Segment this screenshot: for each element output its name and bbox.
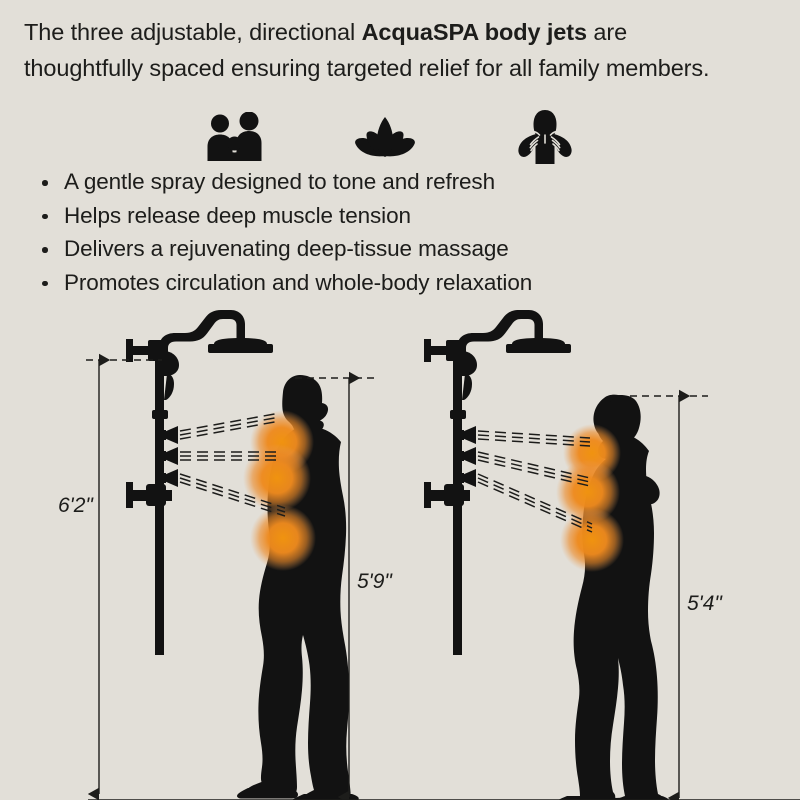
benefits-list: A gentle spray designed to tone and refr…: [28, 165, 728, 299]
woman-jet-glows: [556, 424, 624, 572]
list-item: Helps release deep muscle tension: [28, 199, 728, 233]
body-jet-nozzles-left: [162, 426, 178, 487]
list-item: A gentle spray designed to tone and refr…: [28, 165, 728, 199]
shower-height-diagram: 6'2" 5'9": [0, 300, 800, 800]
woman-figure-group: 5'4": [424, 310, 723, 800]
lotus-flower-icon: [340, 108, 430, 166]
man-spray-lines: [179, 412, 286, 517]
shower-fixture-left: [126, 310, 273, 655]
woman-spray-lines: [477, 430, 593, 533]
dimension-6ft2: 6'2": [58, 353, 162, 800]
man-figure-group: 6'2" 5'9": [58, 310, 393, 800]
dimension-label-man-height: 5'9": [357, 570, 393, 593]
list-item: Delivers a rejuvenating deep-tissue mass…: [28, 232, 728, 266]
shower-fixture-right: [424, 310, 571, 655]
feature-icon-row: [150, 108, 630, 168]
intro-text-before: The three adjustable, directional: [24, 19, 362, 45]
dimension-label-shower-height: 6'2": [58, 494, 94, 517]
dimension-5ft4: 5'4": [630, 389, 723, 800]
intro-paragraph: The three adjustable, directional AcquaS…: [24, 14, 714, 86]
dimension-5ft9: 5'9": [295, 371, 393, 800]
body-jet-nozzles-right: [460, 426, 476, 487]
list-item: Promotes circulation and whole-body rela…: [28, 266, 728, 300]
shoulder-massage-icon: [500, 108, 590, 166]
dimension-label-woman-height: 5'4": [687, 592, 723, 615]
man-jet-glows: [243, 410, 316, 571]
intro-text-after: are thoughtfully spaced ensuring targete…: [24, 19, 710, 81]
product-name: AcquaSPA body jets: [361, 19, 588, 45]
family-icon: [190, 108, 280, 166]
